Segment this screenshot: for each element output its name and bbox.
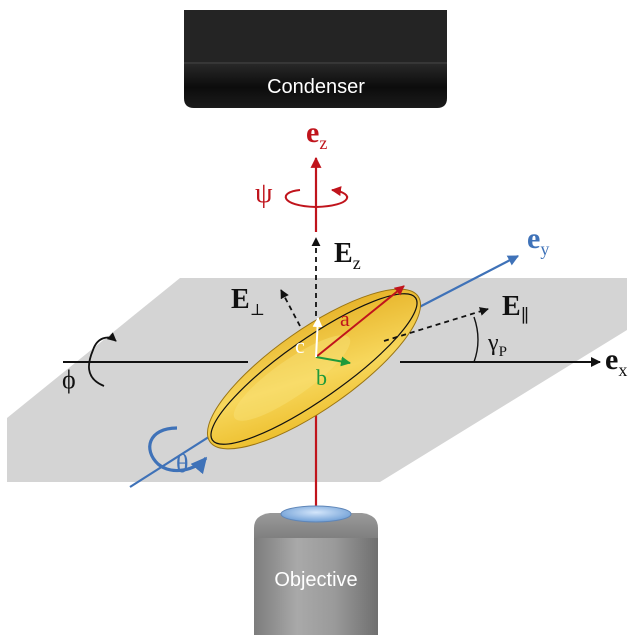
objective-icon [254,505,378,635]
objective-lens [280,505,352,523]
semi-axis-a-label: a [340,306,350,331]
semi-axis-b-arrow [315,356,351,367]
theta-label: θ [176,449,188,478]
E-parallel-vector [383,307,489,342]
phi-rotation-icon [88,332,117,387]
gammaP-angle-arc [473,316,479,363]
condenser-icon [184,10,447,108]
ellipsoid-particle [206,288,422,450]
semi-axis-c-label: c [295,333,305,358]
E-parallel-label: E∥ [502,291,529,326]
ey-axis-upper [401,255,519,317]
psi-label: ψ [255,178,273,209]
semi-axis-c-arrow [312,317,323,358]
objective-label: Objective [274,569,357,591]
E-z-label: Ez [334,238,361,273]
E-perp-vector [280,289,301,327]
theta-rotation-icon [148,426,208,475]
phi-label: ϕ [62,365,76,394]
gammaP-label: γP [487,330,507,360]
semi-axis-b-label: b [316,365,327,390]
ex-label: ex [605,343,627,380]
E-perp-label: E⊥ [231,284,265,319]
condenser-label: Condenser [267,76,365,98]
ey-label: ey [527,222,549,259]
psi-rotation-icon [284,186,349,209]
semi-axis-a-arrow [315,285,405,358]
ez-label: ez [306,116,327,153]
